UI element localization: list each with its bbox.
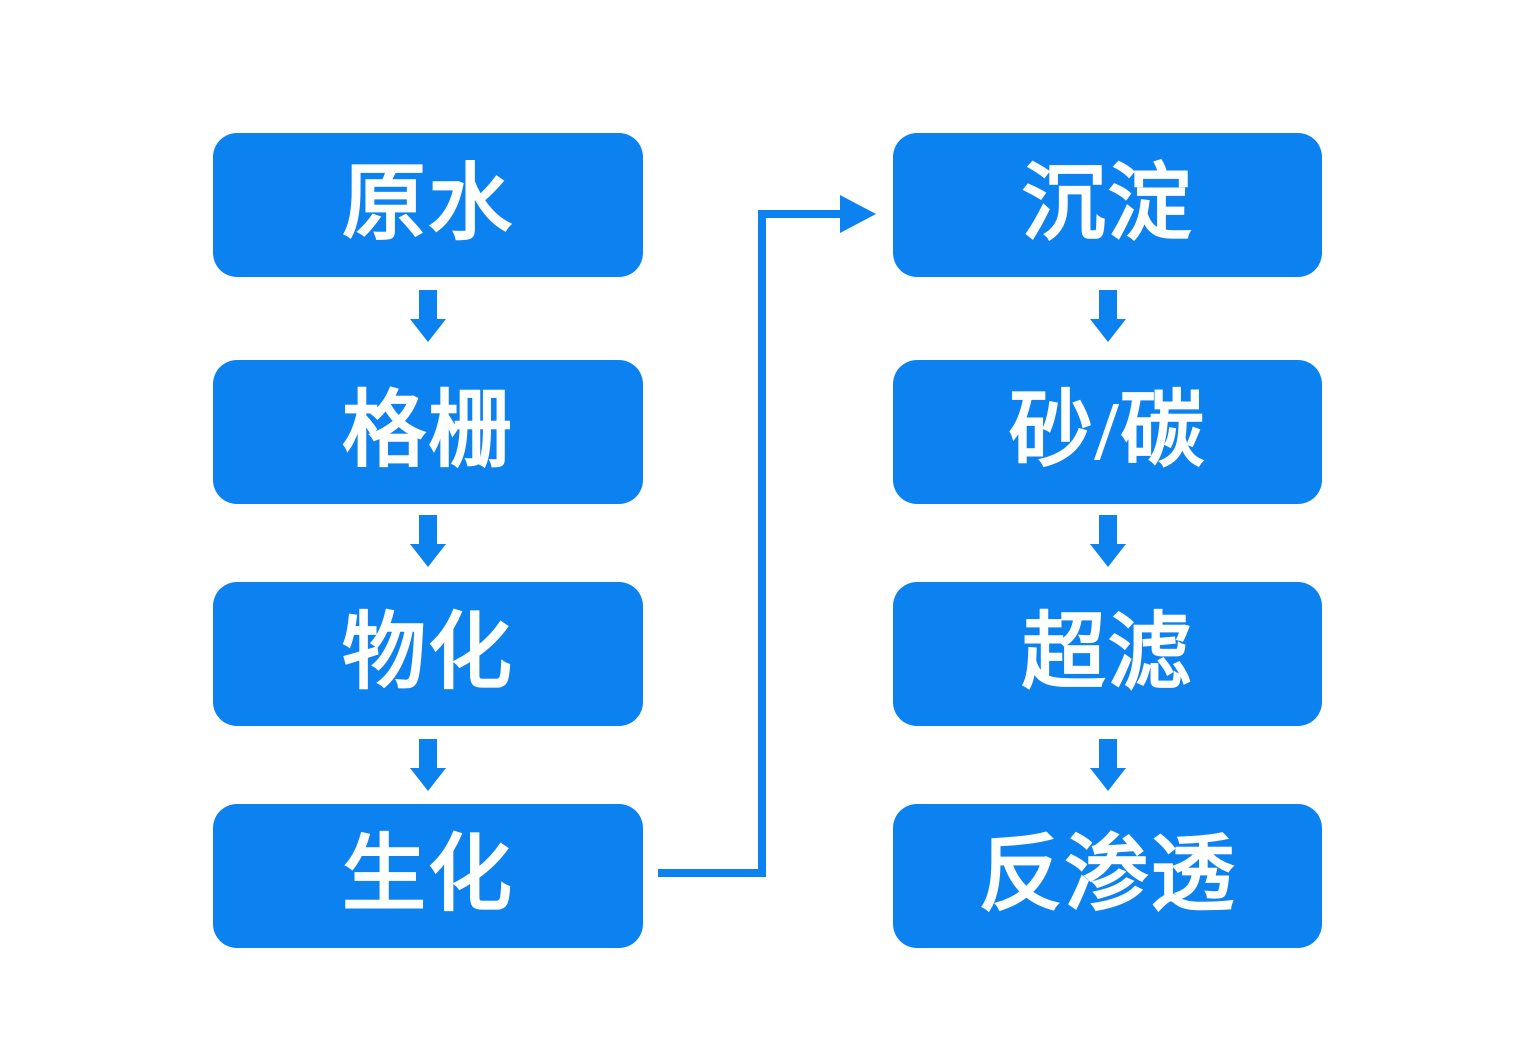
node-sedimentation: 沉淀	[893, 133, 1322, 277]
node-raw-water: 原水	[213, 133, 643, 277]
node-ultrafiltration-label: 超滤	[1021, 607, 1194, 700]
down-arrow-icon	[410, 739, 446, 791]
node-biochemical: 生化	[213, 804, 643, 948]
node-screen-label: 格栅	[341, 385, 514, 478]
elbow-connector-arrow	[658, 195, 876, 877]
node-reverse-osmosis: 反渗透	[893, 804, 1322, 948]
node-screen: 格栅	[213, 360, 643, 504]
node-biochemical-label: 生化	[341, 829, 514, 922]
node-sedimentation-label: 沉淀	[1021, 158, 1194, 251]
node-physicochemical-label: 物化	[341, 607, 514, 700]
node-raw-water-label: 原水	[341, 158, 514, 251]
node-sand-carbon-label: 砂/碳	[1008, 385, 1207, 478]
node-reverse-osmosis-label: 反渗透	[978, 829, 1237, 922]
node-physicochemical: 物化	[213, 582, 643, 726]
node-ultrafiltration: 超滤	[893, 582, 1322, 726]
node-sand-carbon: 砂/碳	[893, 360, 1322, 504]
down-arrow-icon	[410, 515, 446, 567]
down-arrow-icon	[1090, 515, 1126, 567]
down-arrow-icon	[410, 290, 446, 342]
down-arrow-icon	[1090, 739, 1126, 791]
down-arrow-icon	[1090, 290, 1126, 342]
